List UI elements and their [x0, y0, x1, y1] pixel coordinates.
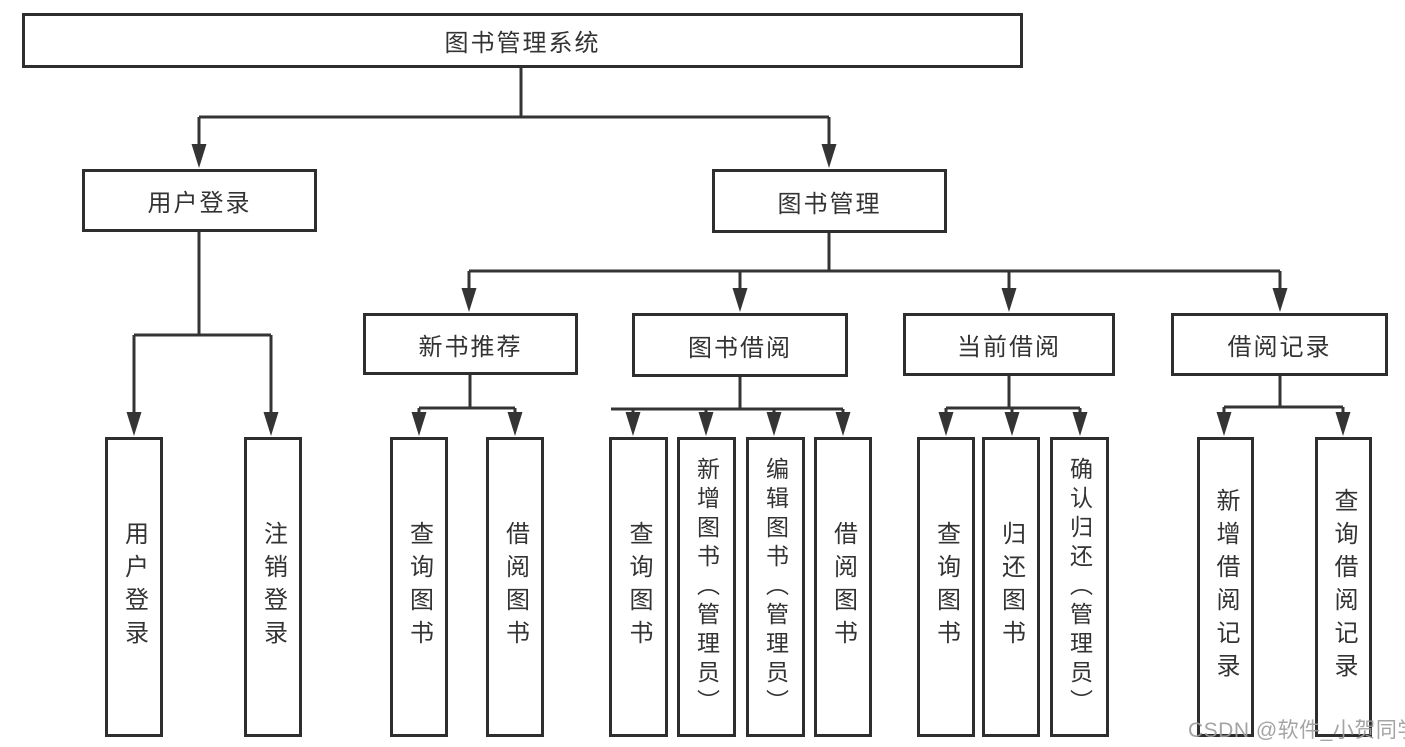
- arrow-down-icon: [821, 144, 837, 168]
- node-new-book-recommend: 新书推荐: [363, 313, 578, 375]
- csdn-watermark: CSDN @软件_小贺同学: [1188, 719, 1405, 742]
- leaf-cb-query-book: 查询图书: [917, 437, 975, 737]
- arrow-down-icon: [732, 288, 748, 312]
- leaf-nbr-borrow-book: 借阅图书: [486, 437, 544, 737]
- connector-user-login-to-leaves: [132, 232, 273, 418]
- arrow-down-icon: [938, 412, 954, 436]
- node-book-management-label: 图书管理: [777, 190, 882, 218]
- node-current-borrow: 当前借阅: [903, 313, 1115, 376]
- leaf-nbr-borrow-book-label: 借阅图书: [501, 521, 529, 653]
- leaf-bb-query-book-label: 查询图书: [625, 521, 652, 653]
- arrow-down-icon: [126, 412, 142, 436]
- arrow-down-icon: [1001, 288, 1017, 312]
- arrow-down-icon: [411, 412, 427, 436]
- arrow-down-icon: [835, 412, 851, 436]
- node-new-book-recommend-label: 新书推荐: [418, 333, 523, 361]
- leaf-user-login-label: 用户登录: [120, 521, 148, 653]
- leaf-br-add-record-label: 新增借阅记录: [1212, 488, 1239, 686]
- leaf-br-query-record-label: 查询借阅记录: [1330, 488, 1357, 686]
- leaf-user-login: 用户登录: [105, 437, 163, 737]
- leaf-bb-edit-book-admin-label: 编辑图书（管理员）: [762, 456, 789, 718]
- node-borrow-records: 借阅记录: [1171, 313, 1388, 376]
- leaf-logout-label: 注销登录: [259, 521, 287, 653]
- node-user-login-label: 用户登录: [147, 190, 252, 217]
- arrow-down-icon: [625, 412, 641, 436]
- arrow-down-icon: [698, 412, 714, 436]
- arrow-down-icon: [191, 144, 207, 168]
- arrowheads: [126, 144, 1351, 436]
- leaf-bb-borrow-book: 借阅图书: [814, 437, 872, 737]
- leaf-cb-query-book-label: 查询图书: [932, 521, 960, 653]
- leaf-cb-return-book: 归还图书: [982, 437, 1040, 737]
- node-root-label: 图书管理系统: [444, 30, 601, 57]
- node-book-management: 图书管理: [712, 169, 947, 233]
- node-borrow-records-label: 借阅记录: [1227, 334, 1332, 361]
- leaf-bb-add-book-admin: 新增图书（管理员）: [677, 437, 736, 737]
- leaf-cb-confirm-return-admin: 确认归还（管理员）: [1050, 437, 1109, 737]
- leaf-nbr-query-book: 查询图书: [390, 437, 448, 737]
- leaf-bb-borrow-book-label: 借阅图书: [829, 521, 857, 653]
- node-root: 图书管理系统: [22, 13, 1023, 68]
- node-book-borrow-label: 图书借阅: [688, 334, 792, 362]
- connector-book-mgmt-to-level3: [467, 233, 1282, 294]
- arrow-down-icon: [1216, 412, 1232, 436]
- node-book-borrow: 图书借阅: [632, 313, 848, 377]
- leaf-br-add-record: 新增借阅记录: [1197, 437, 1254, 737]
- leaf-bb-query-book: 查询图书: [609, 437, 668, 737]
- leaf-br-query-record: 查询借阅记录: [1315, 437, 1372, 737]
- leaf-cb-confirm-return-admin-label: 确认归还（管理员）: [1066, 456, 1093, 718]
- arrow-down-icon: [1072, 412, 1088, 436]
- arrow-down-icon: [461, 288, 477, 312]
- leaf-nbr-query-book-label: 查询图书: [405, 521, 433, 653]
- leaf-cb-return-book-label: 归还图书: [997, 521, 1025, 653]
- leaf-logout: 注销登录: [244, 437, 302, 737]
- arrow-down-icon: [1335, 412, 1351, 436]
- connector-root-to-level2: [197, 65, 831, 150]
- node-user-login: 用户登录: [82, 169, 317, 232]
- node-current-borrow-label: 当前借阅: [957, 334, 1061, 361]
- connector-current-borrow-to-leaves: [944, 376, 1082, 418]
- connector-borrow-records-to-leaves: [1222, 376, 1345, 418]
- arrow-down-icon: [1272, 288, 1288, 312]
- arrow-down-icon: [263, 412, 279, 436]
- connector-new-book-rec-to-leaves: [417, 375, 517, 418]
- leaf-bb-add-book-admin-label: 新增图书（管理员）: [693, 456, 720, 718]
- arrow-down-icon: [1004, 412, 1020, 436]
- connector-book-borrow-to-leaves: [611, 377, 845, 418]
- leaf-bb-edit-book-admin: 编辑图书（管理员）: [746, 437, 805, 737]
- arrow-down-icon: [766, 412, 782, 436]
- arrow-down-icon: [507, 412, 523, 436]
